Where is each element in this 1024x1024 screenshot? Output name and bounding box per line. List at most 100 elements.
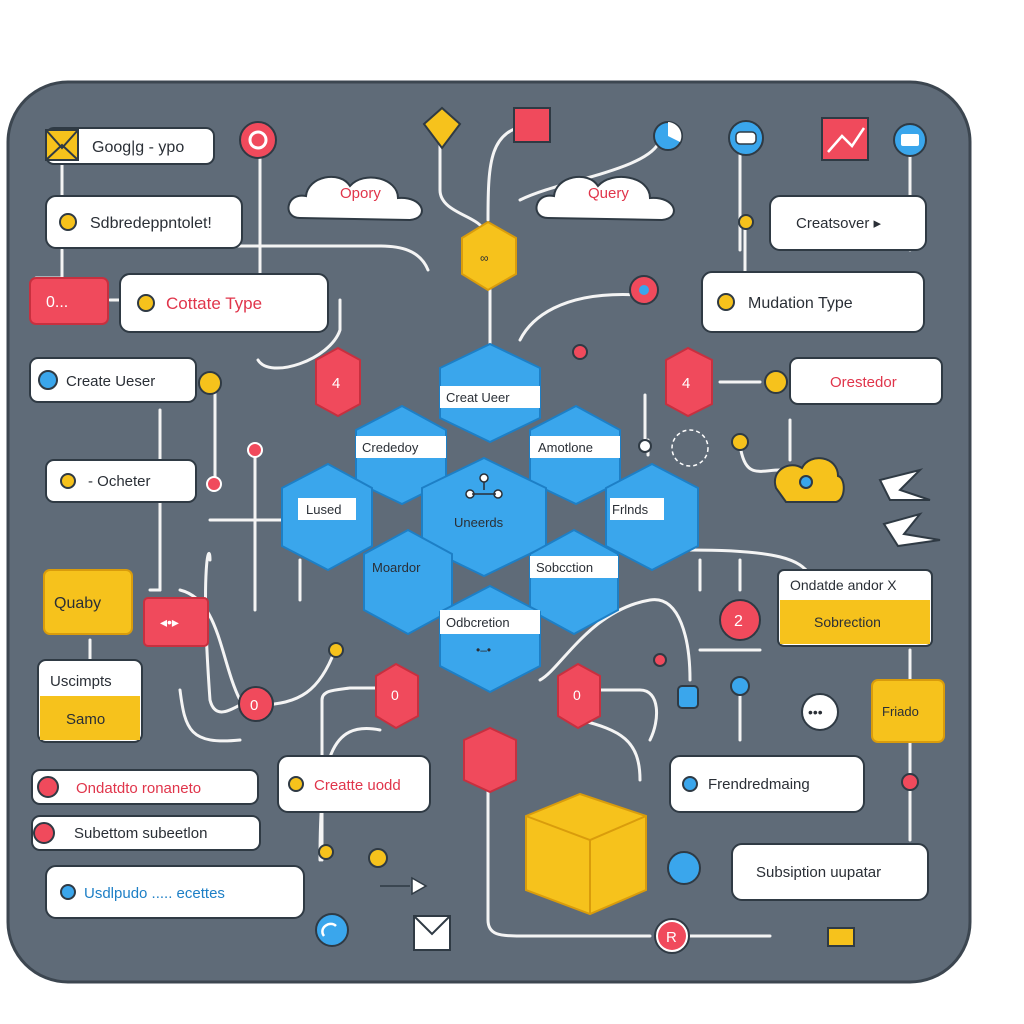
card-label: Subsiption uupatar <box>756 864 881 881</box>
red-cube-4-right[interactable]: 4 <box>665 346 713 418</box>
toggle-icon[interactable] <box>728 120 764 156</box>
red-dot-icon <box>37 776 59 798</box>
card-create-type[interactable]: Cottate Type <box>119 273 329 333</box>
card-label: Mudation Type <box>748 295 853 312</box>
card-subscription-label[interactable]: Sdbredeppntolet! <box>45 195 243 249</box>
plane-icon <box>878 468 941 548</box>
red-circle-icon[interactable] <box>239 121 277 159</box>
hex-label: Lused <box>306 502 341 517</box>
card-usekippudo[interactable]: Usdlpudo ..... ecettes <box>45 865 305 919</box>
card-label: Cottate Type <box>166 294 262 313</box>
card-ondatio[interactable]: Ondatdto ronaneto <box>31 769 259 805</box>
hex-subcction[interactable]: Sobcction <box>529 528 619 636</box>
yellow-dot-icon <box>288 776 304 792</box>
card-orestedor[interactable]: Orestedor <box>789 357 943 405</box>
link-icon[interactable] <box>315 913 349 947</box>
card-create-uodd[interactable]: Creatte uodd <box>277 755 431 813</box>
camera-icon[interactable] <box>893 123 927 157</box>
card-subscription-update[interactable]: Subsiption uupatar <box>731 843 929 901</box>
blue-dot-icon <box>60 884 76 900</box>
red-cube-4-left[interactable]: 4 <box>315 346 361 418</box>
yellow-dot-icon <box>59 213 77 231</box>
hex-label: Creat Ueer <box>446 390 510 405</box>
red-dot-icon <box>33 822 55 844</box>
envelope-icon <box>45 129 79 161</box>
hex-odbnection[interactable]: Odbcretion •–• <box>439 584 541 694</box>
badge-label: 0 <box>573 687 581 703</box>
card-createovar[interactable]: Creatsover ▸ <box>769 195 927 251</box>
query-yellow-label: Quaby <box>54 595 101 612</box>
r-circle[interactable]: R <box>654 918 690 954</box>
cloud-label: Query <box>588 185 629 202</box>
more-button[interactable]: ••• <box>801 693 839 731</box>
cloud-label: Opory <box>340 185 381 202</box>
blue-square-icon <box>677 685 699 709</box>
hex-annotations[interactable]: Amotlone <box>529 404 621 506</box>
hex-label: Frlnds <box>612 502 649 517</box>
badge-label: 0 <box>250 697 258 714</box>
card-label: Sdbredeppntolet! <box>90 215 212 232</box>
card-label: - Ocheter <box>88 473 151 490</box>
card-friends-yellow[interactable]: Friado <box>871 679 945 743</box>
yellow-square-icon <box>827 927 855 947</box>
card-label: Creatsover ▸ <box>796 215 882 232</box>
pie-icon <box>653 121 683 151</box>
cloud-camera-icon <box>773 457 845 503</box>
dashed-circle-icon <box>671 429 709 467</box>
badge-label: 4 <box>332 375 340 392</box>
card-label: Ondatde andor X <box>790 577 897 593</box>
badge-label: R <box>666 929 677 946</box>
cloud-query-left[interactable]: Opory <box>287 176 423 222</box>
badge-label: 0 <box>391 687 399 703</box>
cloud-query-right[interactable]: Query <box>535 175 675 222</box>
hex-label: Moardor <box>372 560 421 575</box>
same-label: Samo <box>66 711 105 728</box>
envelope-icon[interactable] <box>413 915 451 951</box>
card-sub-label: Sobrection <box>814 614 881 630</box>
query-yellow-tag[interactable]: Quaby <box>43 569 133 635</box>
red-circle-0[interactable]: 0 <box>238 686 274 722</box>
blue-ring-icon <box>38 370 58 390</box>
red-pin-icon[interactable] <box>629 275 659 305</box>
card-label: Friado <box>882 704 919 719</box>
red-cube-icon[interactable] <box>513 107 551 143</box>
card-label: Orestedor <box>830 374 897 391</box>
hex-lused[interactable]: Lused <box>281 462 373 572</box>
hex-create-user[interactable]: Creat Ueer <box>439 342 541 444</box>
card-ondatdor[interactable]: Ondatde andor X Sobrection <box>777 569 933 647</box>
yellow-box-icon[interactable] <box>525 792 647 916</box>
card-mutation-type[interactable]: Mudation Type <box>701 271 925 333</box>
hex-cluster: Creat Ueer Crededoy Amotlone Lused <box>281 342 699 694</box>
red-arrow-tag[interactable]: ◂•▸ <box>143 597 209 647</box>
hex-label: Crededoy <box>362 440 419 455</box>
hex-label: Uneerds <box>454 515 504 530</box>
usekipts-label: Uscimpts <box>50 673 112 690</box>
red-tag[interactable]: 0... <box>29 277 109 325</box>
card-label: Creatte uodd <box>314 777 401 794</box>
chart-icon <box>821 117 869 161</box>
card-cheter[interactable]: - Ocheter <box>45 459 197 503</box>
dots-icon: •–• <box>476 643 491 657</box>
hex-friends[interactable]: Frlnds <box>605 462 699 572</box>
card-label: Subettom subeetlon <box>74 825 207 842</box>
card-subsettion[interactable]: Subettom subeetlon <box>31 815 261 851</box>
node-dots <box>198 214 919 868</box>
red-circle-2[interactable]: 2 <box>719 599 761 641</box>
infinity-icon: ∞ <box>480 251 489 265</box>
card-label: Usdlpudo ..... ecettes <box>84 885 225 902</box>
card-friendmating[interactable]: Frendredmaing <box>669 755 865 813</box>
network-icon <box>465 473 503 499</box>
card-label: Ondatdto ronaneto <box>76 780 201 797</box>
usekipts-card[interactable]: Uscimpts Samo <box>37 659 143 743</box>
card-label: Create Ueser <box>66 373 155 390</box>
yellow-cube-large[interactable]: ∞ <box>461 220 517 292</box>
card-label: Goog|g - ypo <box>92 139 184 156</box>
yellow-dot-icon <box>60 473 76 489</box>
card-create-user-left[interactable]: Create Ueser <box>29 357 197 403</box>
red-cube-bottom[interactable] <box>463 726 517 794</box>
yellow-cube-icon[interactable] <box>422 106 462 150</box>
card-google-type[interactable]: Goog|g - ypo <box>45 127 215 165</box>
red-cube-0-left[interactable]: 0 <box>375 662 419 730</box>
red-cube-0-right[interactable]: 0 <box>557 662 601 730</box>
card-label: Frendredmaing <box>708 776 810 793</box>
